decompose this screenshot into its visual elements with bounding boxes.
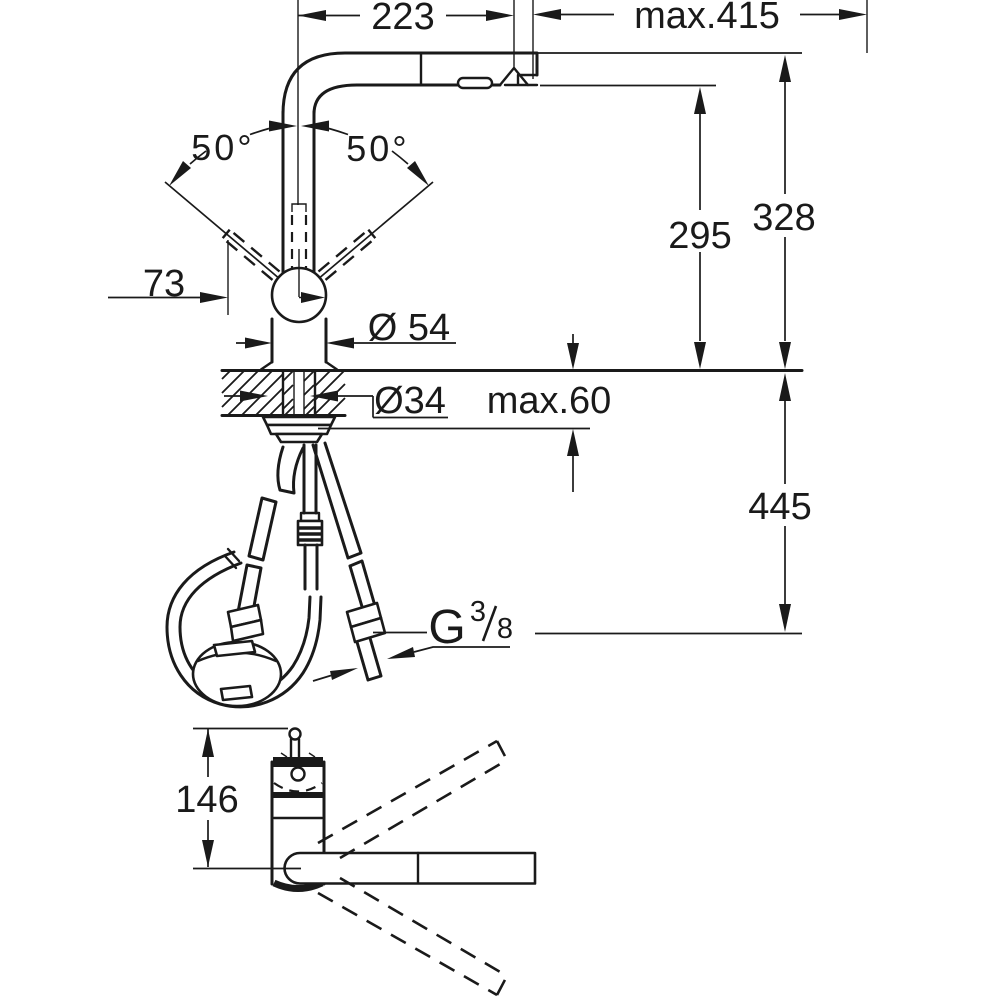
- dim-328: [779, 55, 791, 369]
- label-angle-left: 50°: [191, 127, 254, 168]
- label-thread-g: G: [428, 601, 465, 654]
- spray-hose-stub: [276, 445, 305, 495]
- spout-outline: [281, 51, 539, 276]
- label-dia54: Ø 54: [368, 307, 450, 349]
- label-dia34: Ø34: [374, 380, 446, 422]
- dimension-labels: 223 max.415 50° 50° 73 Ø 54 295 328 Ø34 …: [143, 0, 816, 821]
- dim-g38: [312, 605, 510, 682]
- faucet-plan-view: [193, 727, 537, 997]
- label-73: 73: [143, 263, 185, 305]
- lever-pin: [289, 737, 301, 759]
- label-146: 146: [175, 779, 238, 821]
- label-445: 445: [748, 486, 811, 528]
- lever-tip-circle: [288, 727, 302, 741]
- dim-73: [108, 240, 325, 315]
- spray-head-cone: [498, 66, 530, 87]
- riser-pipe: [281, 110, 316, 276]
- lever-pivot-dot: [290, 766, 306, 782]
- dimension-graphics: [108, 0, 868, 682]
- dim-max60: [318, 334, 590, 492]
- label-angle-right: 50°: [346, 128, 409, 169]
- plan-swivel-dashed-up: [317, 739, 509, 860]
- dim-dia34: [224, 390, 448, 419]
- g38-thread-end: [355, 636, 383, 682]
- dim-445: [535, 373, 802, 635]
- dim-295: [694, 87, 706, 369]
- left-supply-hose: [226, 496, 278, 643]
- fraction-slash: [481, 605, 498, 642]
- plan-spout-bar: [283, 851, 537, 885]
- hose-weight: [191, 639, 283, 708]
- label-thread-numerator: 3: [470, 596, 486, 628]
- faucet-base-body: [259, 317, 339, 371]
- countertop-section: [220, 369, 804, 444]
- center-hose-connector: [296, 443, 324, 591]
- mounting-nut: [261, 415, 337, 444]
- plan-dashed-arc: [273, 782, 323, 793]
- label-223: 223: [371, 0, 434, 38]
- label-328: 328: [752, 197, 815, 239]
- label-295: 295: [668, 215, 731, 257]
- dim-dia54: [236, 337, 456, 349]
- right-supply-hose: [311, 441, 387, 682]
- mounting-shank: [281, 369, 317, 442]
- dim-max415: [533, 9, 867, 20]
- dim-angle-50: [164, 120, 434, 278]
- dim-146: [193, 727, 301, 870]
- plan-swivel-dashed-down: [317, 876, 509, 997]
- hose-inside-riser: [290, 203, 308, 268]
- under-counter-hoses: [165, 441, 387, 709]
- hose-break-mark: [223, 547, 241, 570]
- spray-button: [456, 76, 494, 90]
- label-thread-denominator: 8: [497, 613, 513, 645]
- label-max415: max.415: [634, 0, 780, 37]
- dim-223: [298, 10, 514, 21]
- label-max60: max.60: [487, 380, 612, 422]
